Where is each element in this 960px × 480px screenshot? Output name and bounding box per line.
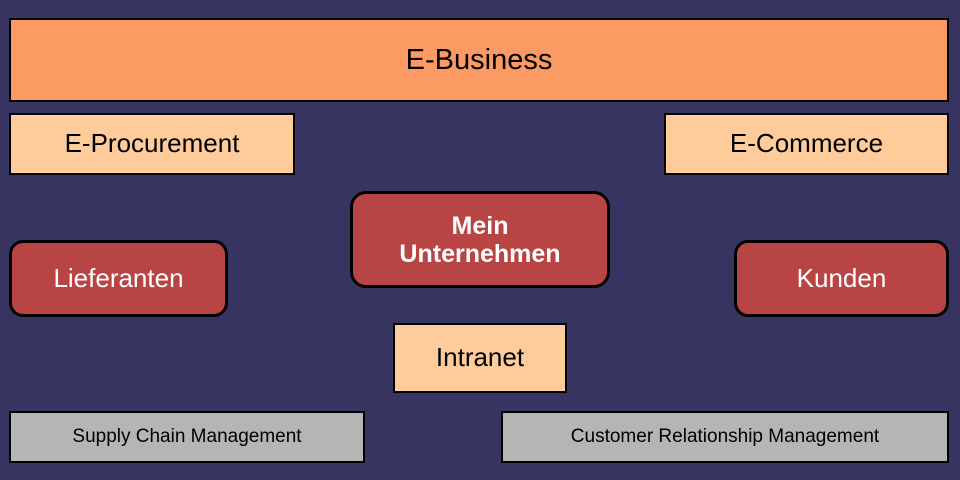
node-e-business-label: E-Business <box>405 43 553 76</box>
node-kunden-label: Kunden <box>796 262 887 293</box>
node-kunden[interactable]: Kunden <box>734 240 949 317</box>
node-mein-unternehmen-label: Mein Unternehmen <box>399 211 561 268</box>
node-e-commerce[interactable]: E-Commerce <box>664 113 949 175</box>
node-intranet-label: Intranet <box>435 342 525 373</box>
node-e-procurement[interactable]: E-Procurement <box>9 113 295 175</box>
node-intranet[interactable]: Intranet <box>393 323 567 393</box>
node-lieferanten-label: Lieferanten <box>53 262 184 293</box>
node-e-procurement-label: E-Procurement <box>64 128 240 159</box>
node-e-commerce-label: E-Commerce <box>729 128 884 159</box>
node-e-business[interactable]: E-Business <box>9 18 949 102</box>
node-customer-relationship-management[interactable]: Customer Relationship Management <box>501 411 949 463</box>
node-supply-chain-management-label: Supply Chain Management <box>72 426 302 448</box>
node-supply-chain-management[interactable]: Supply Chain Management <box>9 411 365 463</box>
node-lieferanten[interactable]: Lieferanten <box>9 240 228 317</box>
node-mein-unternehmen[interactable]: Mein Unternehmen <box>350 191 610 288</box>
node-customer-relationship-management-label: Customer Relationship Management <box>570 426 880 448</box>
